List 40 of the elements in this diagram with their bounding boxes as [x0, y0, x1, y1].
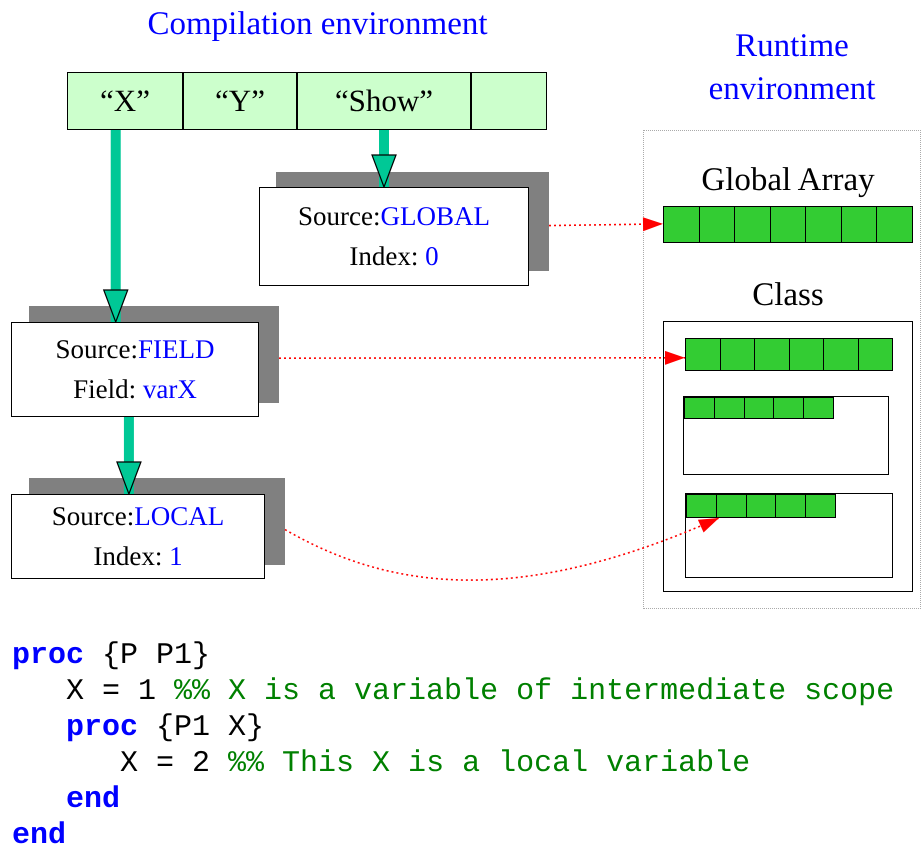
thick-arrow	[103, 130, 128, 323]
title: Compilation environment	[146, 6, 489, 43]
symbol-table-cell: “Y”	[183, 72, 297, 130]
field-value: varX	[142, 374, 197, 404]
code-keyword: proc	[12, 639, 84, 673]
symbol-table-cell: “Show”	[297, 72, 471, 130]
field-value: FIELD	[138, 334, 214, 364]
field-value: GLOBAL	[380, 201, 490, 232]
pointer-arrow	[548, 217, 664, 232]
field-label: Index:	[349, 240, 418, 270]
heading: Class	[751, 276, 825, 315]
code-text: {P P1}	[102, 639, 210, 673]
field-label: Source:	[56, 334, 138, 364]
field-label: Source:	[298, 201, 380, 232]
field-label: Field:	[73, 374, 136, 404]
field-label: Source:	[52, 501, 134, 532]
field-value: LOCAL	[134, 501, 224, 532]
pointer-arrow	[279, 350, 685, 365]
slot-array	[685, 338, 893, 371]
thick-arrow	[116, 417, 142, 495]
code-text: X = 1	[66, 675, 156, 709]
slot-array	[684, 397, 834, 419]
code-keyword: proc	[66, 711, 138, 745]
object-box	[683, 396, 889, 475]
code-text: X = 2	[120, 747, 210, 781]
symbol-table-cell: “X”	[67, 72, 183, 130]
code-text: {P1 X}	[156, 711, 264, 745]
object-box	[685, 493, 893, 578]
panel-heading: Runtime environment	[708, 27, 876, 109]
field-value: 0	[425, 240, 439, 270]
field-value: 1	[169, 540, 183, 570]
code-comment: %% X is a variable of intermediate scope	[174, 675, 894, 709]
pointer-arrow	[284, 517, 720, 581]
code-keyword: end	[66, 783, 120, 817]
field-label: Index:	[93, 540, 162, 570]
code-keyword: end	[12, 819, 66, 849]
heading: Global Array	[700, 161, 876, 200]
thick-arrow	[371, 130, 397, 188]
slot-array	[686, 494, 836, 518]
code-comment: %% This X is a local variable	[228, 747, 750, 781]
